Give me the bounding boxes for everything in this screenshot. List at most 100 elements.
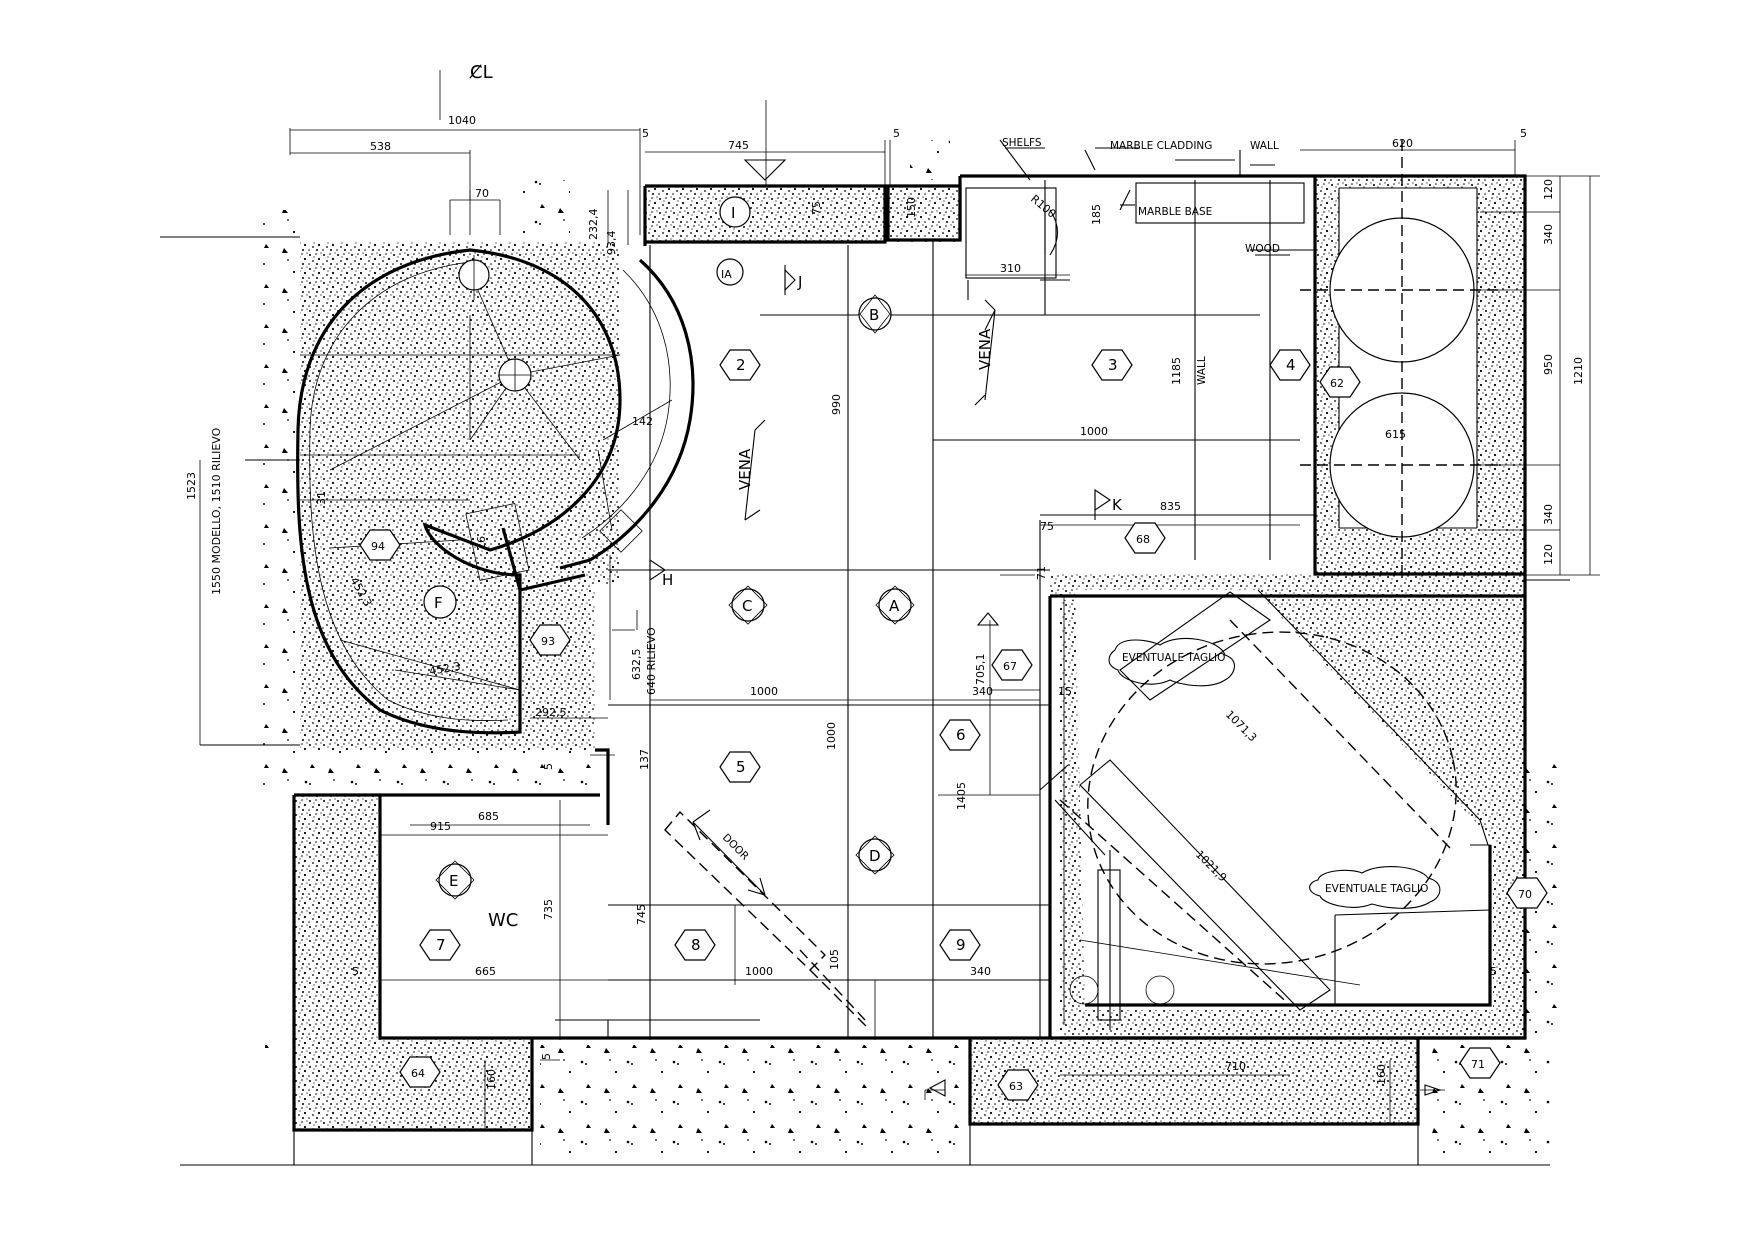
label-vena-1: VENA (976, 328, 994, 370)
dim-1000-a: 1000 (1080, 425, 1108, 438)
dim-1405: 1405 (955, 782, 968, 810)
dim-745-b: 745 (635, 904, 648, 925)
hex-8 (674, 929, 716, 961)
dim-93-4: 93,4 (605, 231, 618, 256)
dim-5-c: 5 (1520, 127, 1527, 140)
hex-62 (1319, 366, 1361, 398)
grid-lines (160, 180, 1570, 1166)
mark-I (719, 196, 751, 228)
hex-2-label: 2 (736, 356, 746, 374)
dim-71: 71 (1035, 566, 1048, 580)
section-markers (649, 159, 1442, 1097)
dim-310: 310 (1000, 262, 1021, 275)
dim-142: 142 (632, 415, 653, 428)
hex-63 (997, 1069, 1039, 1101)
dim-665: 665 (475, 965, 496, 978)
bathtub-area (1039, 589, 1491, 1030)
hex-7 (419, 929, 461, 961)
dim-5-e: 5 (542, 763, 555, 770)
dim-292-5: 292,5 (535, 706, 567, 719)
dim-5-g: 5 (1490, 965, 1497, 978)
dim-1210: 1210 (1572, 357, 1585, 385)
dim-1550: 1550 MODELLO, 1510 RILIEVO (210, 427, 223, 595)
hex-7-label: 7 (436, 936, 446, 954)
dim-632-5: 632,5 (630, 649, 643, 681)
dim-160-b: 160 (1375, 1064, 1388, 1085)
hex-64-label: 64 (411, 1067, 425, 1080)
dim-538: 538 (370, 140, 391, 153)
dim-340-a: 340 (1542, 224, 1555, 245)
dim-950: 950 (1542, 354, 1555, 375)
hex-62-label: 62 (1330, 377, 1344, 390)
hex-71-label: 71 (1471, 1058, 1485, 1071)
dim-990: 990 (830, 394, 843, 415)
hex-5-label: 5 (736, 758, 746, 776)
door (664, 809, 871, 1031)
dim-710: 710 (1225, 1060, 1246, 1073)
dim-105: 105 (828, 949, 841, 970)
mark-D (858, 838, 892, 872)
hex-70 (1506, 877, 1548, 909)
hex-4-label: 4 (1286, 356, 1296, 374)
dim-340-d: 340 (970, 965, 991, 978)
dim-735: 735 (542, 899, 555, 920)
hex-71 (1459, 1047, 1501, 1079)
dim-340-c: 340 (972, 685, 993, 698)
hex-93 (529, 624, 571, 656)
mark-B (858, 297, 892, 331)
dim-70: 70 (475, 187, 489, 200)
hex-8-label: 8 (691, 936, 701, 954)
dim-160-a: 160 (485, 1069, 498, 1090)
label-eventuale-1: EVENTUALE TAGLIO (1122, 652, 1225, 664)
dimension-lines (199, 70, 1600, 1130)
section-J: J (797, 273, 802, 291)
dim-452-b: 452,3 (428, 660, 461, 678)
mark-B-label: B (869, 306, 879, 324)
dim-137: 137 (638, 749, 651, 770)
dim-75-b: 75 (1040, 520, 1054, 533)
hex-70-label: 70 (1518, 888, 1532, 901)
label-door: DOOR (720, 832, 751, 863)
dim-5-a: 5 (642, 127, 649, 140)
mark-C-label: C (742, 597, 752, 615)
section-H: H (662, 571, 673, 589)
dim-340-b: 340 (1542, 504, 1555, 525)
label-wood: WOOD (1245, 243, 1280, 255)
hex-68-label: 68 (1136, 533, 1150, 546)
mark-E (438, 863, 472, 897)
hex-3 (1091, 349, 1133, 381)
hex-9 (939, 929, 981, 961)
dim-1185: 1185 (1170, 357, 1183, 385)
dim-120-a: 120 (1542, 179, 1555, 200)
label-wall-top: WALL (1250, 140, 1279, 152)
dim-705: 705,1 (974, 654, 987, 686)
label-vena-2: VENA (736, 448, 754, 490)
spiral-stair (296, 248, 695, 735)
mark-IA (716, 258, 744, 286)
dim-620: 620 (1392, 137, 1413, 150)
hex-3-label: 3 (1108, 356, 1118, 374)
dim-232-4: 232,4 (587, 209, 600, 241)
dim-75-a: 75 (810, 201, 823, 215)
hex-4 (1269, 349, 1311, 381)
dim-685: 685 (478, 810, 499, 823)
dim-615: 615 (1385, 428, 1406, 441)
dim-5-b: 5 (893, 127, 900, 140)
dim-31: 31 (315, 491, 328, 505)
label-marble-cladding: MARBLE CLADDING (1110, 140, 1212, 152)
dim-5-d: 5 (540, 1053, 553, 1060)
dim-150: 150 (905, 197, 918, 218)
hex-marks (359, 349, 1548, 1101)
dim-1523: 1523 (185, 472, 198, 500)
hex-2 (719, 349, 761, 381)
dim-835: 835 (1160, 500, 1181, 513)
hex-5 (719, 751, 761, 783)
hex-63-label: 63 (1009, 1080, 1023, 1093)
dim-915: 915 (430, 820, 451, 833)
dim-640: 640 RILIEVO (645, 627, 658, 695)
room-fixtures (965, 139, 1315, 315)
hex-93-label: 93 (541, 635, 555, 648)
mark-A (878, 588, 912, 622)
dim-1040: 1040 (448, 114, 476, 127)
